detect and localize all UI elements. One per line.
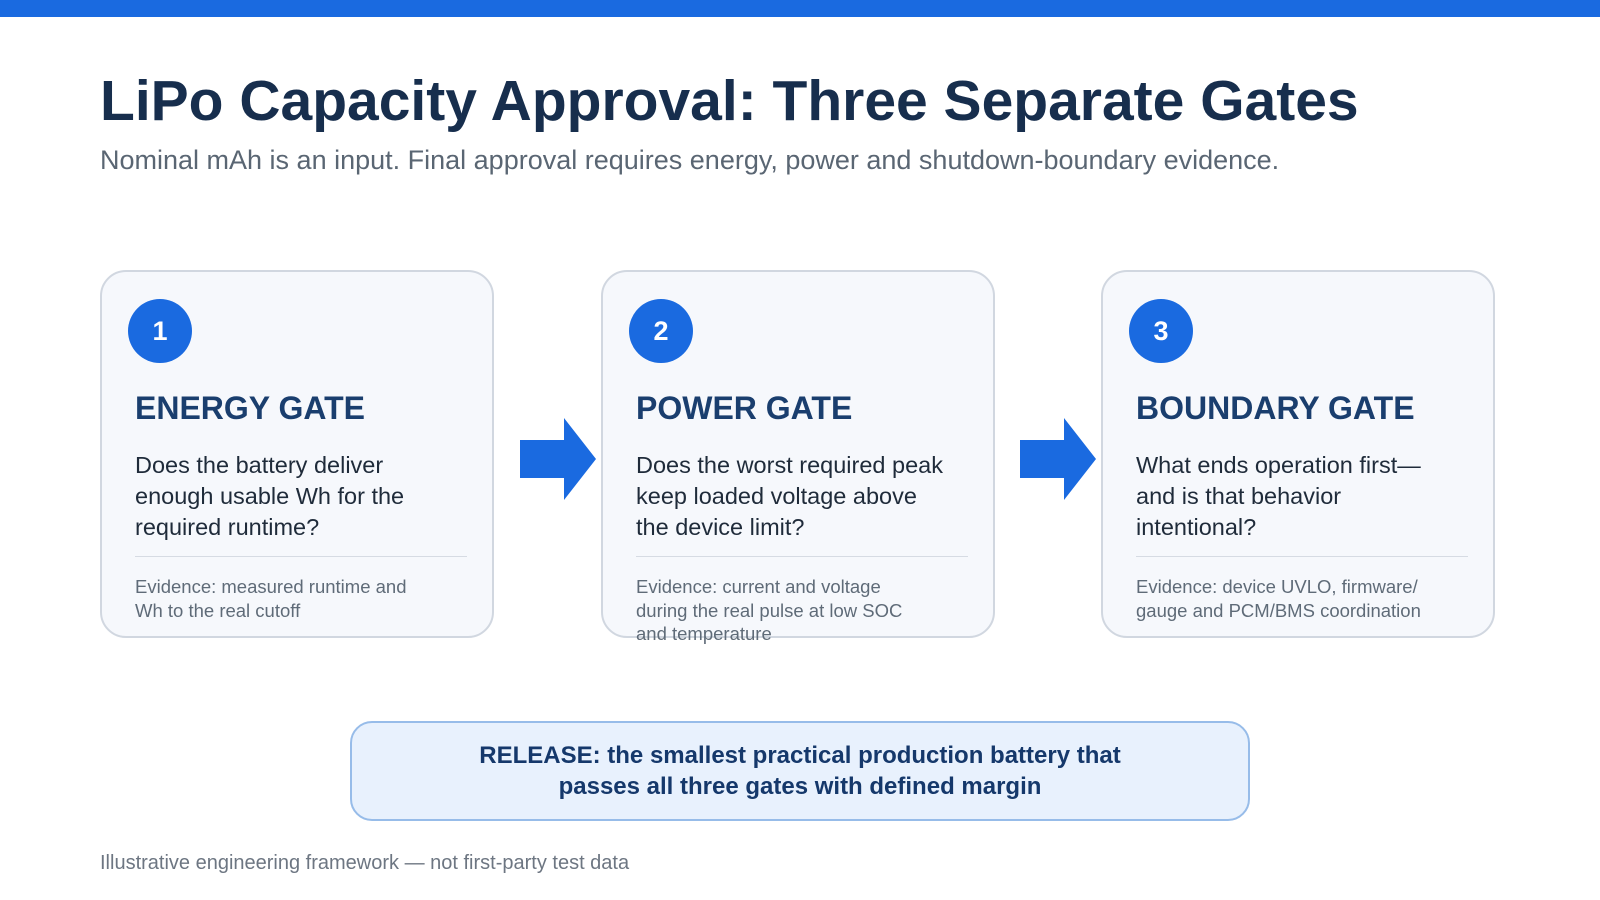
release-callout: RELEASE: the smallest practical producti… [350,721,1250,821]
gate-evidence: Evidence: current and voltage during the… [636,576,903,644]
step-number-badge: 1 [128,299,192,363]
footnote: Illustrative engineering framework — not… [100,852,630,874]
gate-title: POWER GATE [636,390,853,426]
gate-card-power: 2 POWER GATE Does the worst required pea… [601,270,995,644]
step-number-badge: 3 [1129,299,1193,363]
gate-question: Does the worst required peak keep loaded… [636,452,943,540]
gate-evidence: Evidence: device UVLO, firmware/ gauge a… [1136,576,1421,621]
gate-evidence: Evidence: measured runtime and Wh to the… [135,576,407,621]
gate-divider [1136,556,1468,557]
gate-card-energy: 1 ENERGY GATE Does the battery deliver e… [100,270,494,638]
gate-card-boundary: 3 BOUNDARY GATE What ends operation firs… [1101,270,1495,638]
gate-divider [636,556,968,557]
right-arrow-icon [520,418,596,500]
gate-title: ENERGY GATE [135,390,365,426]
step-number-badge: 2 [629,299,693,363]
top-accent-bar [0,0,1600,17]
gate-question: What ends operation first—and is that be… [1136,452,1421,540]
gate-divider [135,556,467,557]
page-title: LiPo Capacity Approval: Three Separate G… [100,69,1359,133]
gate-question: Does the battery deliver enough usable W… [135,452,405,540]
page-subtitle: Nominal mAh is an input. Final approval … [100,145,1280,175]
release-text: RELEASE: the smallest practical producti… [479,742,1121,800]
right-arrow-icon [1020,418,1096,500]
gate-title: BOUNDARY GATE [1136,390,1415,426]
